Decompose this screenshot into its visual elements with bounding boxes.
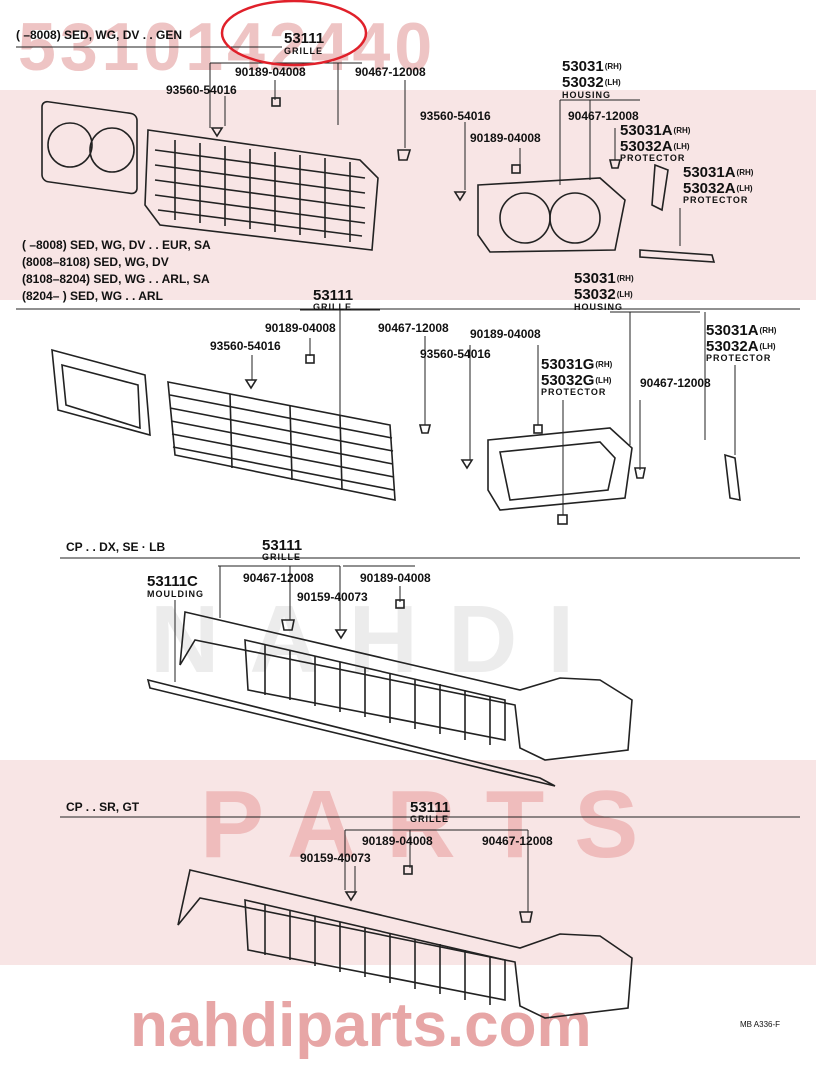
housing-name-1: HOUSING — [562, 90, 612, 100]
protector-g-lh-2: 53032G(LH) — [541, 372, 612, 389]
nut-12008-1: 90467-12008 — [355, 65, 426, 79]
clip-04008-4: 90189-04008 — [362, 834, 433, 848]
moulding-name: MOULDING — [147, 589, 204, 599]
grille-code-4: 53111 — [410, 799, 451, 816]
protector-g-rh-2: 53031G(RH) — [541, 356, 613, 373]
highlight-ellipse — [220, 0, 368, 67]
screw-40073-3: 90159-40073 — [297, 590, 368, 604]
watermark-band-1 — [0, 90, 816, 300]
clip-54016-1: 93560-54016 — [166, 83, 237, 97]
housing-rh-code-2: 53031(RH) — [574, 270, 634, 287]
protector-a-lh-2: 53032A(LH) — [706, 338, 776, 355]
clip-54016-2b: 93560-54016 — [420, 347, 491, 361]
clip-54016-1b: 93560-54016 — [420, 109, 491, 123]
section-3-label: CP . . DX, SE · LB — [66, 540, 166, 554]
watermark-site: nahdiparts.com — [130, 991, 592, 1060]
section-2-line-3: (8108–8204) SED, WG . . ARL, SA — [22, 272, 210, 286]
screw-40073-4: 90159-40073 — [300, 851, 371, 865]
grille-name-3: GRILLE — [262, 552, 301, 562]
grille-name-4: GRILLE — [410, 814, 449, 824]
watermark-parts: PARTS — [200, 771, 669, 878]
grille-name-1: GRILLE — [284, 46, 323, 56]
section-2-line-4: (8204– ) SED, WG . . ARL — [22, 289, 163, 303]
watermark-nahdi: NAHDI — [150, 586, 604, 693]
grille-code-2: 53111 — [313, 287, 354, 304]
protector-a-rh-2: 53031A(RH) — [706, 322, 777, 339]
nut-12008-4: 90467-12008 — [482, 834, 553, 848]
grille-name-2: GRILLE — [313, 302, 352, 312]
clip-54016-2: 93560-54016 — [210, 339, 281, 353]
clip-04008-1: 90189-04008 — [235, 65, 306, 79]
grille-code-1: 53111 — [284, 30, 325, 47]
clip-04008-2: 90189-04008 — [265, 321, 336, 335]
section-2-line-1: ( –8008) SED, WG, DV . . EUR, SA — [22, 238, 211, 252]
housing-rh-code-1: 53031(RH) — [562, 58, 622, 75]
protector-a-rh-1: 53031A(RH) — [620, 122, 691, 139]
protector-a-name-1b: PROTECTOR — [683, 195, 749, 205]
section-2-line-2: (8008–8108) SED, WG, DV — [22, 255, 169, 269]
protector-a-name-2: PROTECTOR — [706, 353, 772, 363]
grille-code-3: 53111 — [262, 537, 303, 554]
protector-a-name-1: PROTECTOR — [620, 153, 686, 163]
housing-name-2: HOUSING — [574, 302, 624, 312]
protector-a-lh-1: 53032A(LH) — [620, 138, 690, 155]
housing-lh-code-2: 53032(LH) — [574, 286, 633, 303]
moulding-code: 53111C — [147, 573, 198, 590]
watermark-band-2 — [0, 760, 816, 965]
clip-04008-1b: 90189-04008 — [470, 131, 541, 145]
clip-04008-2b: 90189-04008 — [470, 327, 541, 341]
nut-12008-1b: 90467-12008 — [568, 109, 639, 123]
section-1-label: ( –8008) SED, WG, DV . . GEN — [16, 28, 183, 42]
nut-12008-2b: 90467-12008 — [640, 376, 711, 390]
footer-code: MB A336-F — [740, 1020, 781, 1029]
protector-a-lh-1b: 53032A(LH) — [683, 180, 753, 197]
protector-g-name-2: PROTECTOR — [541, 387, 607, 397]
housing-lh-code-1: 53032(LH) — [562, 74, 621, 91]
nut-12008-2: 90467-12008 — [378, 321, 449, 335]
protector-a-rh-1b: 53031A(RH) — [683, 164, 754, 181]
section-4-label: CP . . SR, GT — [66, 800, 140, 814]
clip-04008-3: 90189-04008 — [360, 571, 431, 585]
nut-12008-3: 90467-12008 — [243, 571, 314, 585]
